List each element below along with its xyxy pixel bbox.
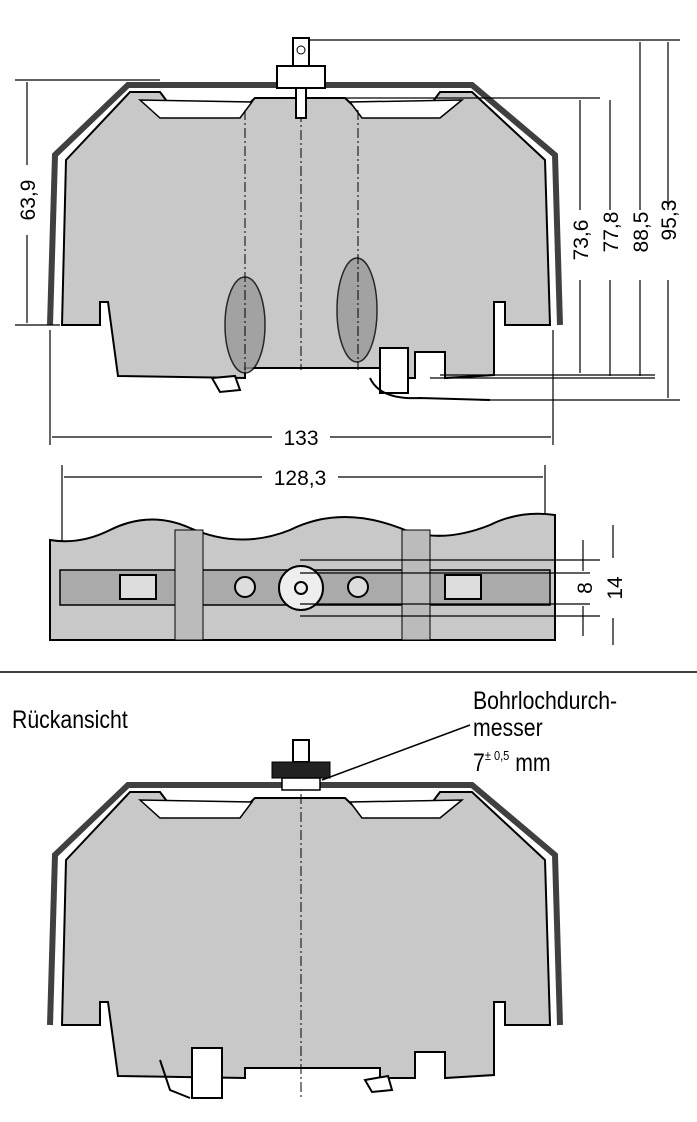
dim-73-6: 73,6 [570,220,593,261]
front-view [50,37,560,401]
note-unit: mm [515,749,551,777]
dim-133: 133 [283,427,318,450]
back-view [50,739,560,1100]
back-view-title: Rückansicht [12,706,128,734]
drill-hole-note: Bohrlochdurch- messer 7± 0,5 mm [473,688,617,777]
side-view [49,512,614,645]
note-value: 7 [473,749,485,777]
dim-77-8: 77,8 [600,212,623,253]
note-line2: messer [473,714,543,742]
dim-88-5: 88,5 [630,212,653,253]
note-line1: Bohrlochdurch- [473,687,618,715]
note-tolerance: ± 0,5 [484,748,510,763]
leader-line [321,724,471,781]
dim-63-9: 63,9 [17,180,40,221]
dim-128-3: 128,3 [274,467,327,490]
dim-14: 14 [604,576,627,600]
dim-8: 8 [574,582,597,594]
note-value-line: 7± 0,5 mm [473,742,617,777]
dim-95-3: 95,3 [658,200,681,241]
